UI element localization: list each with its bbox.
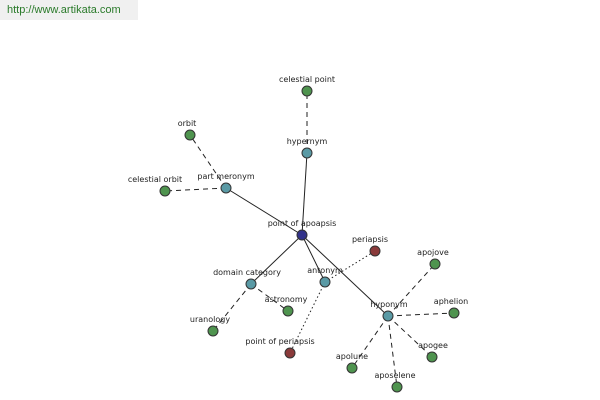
node-marker-center[interactable] xyxy=(296,229,308,241)
node-celestial-orbit[interactable]: celestial orbit xyxy=(128,175,182,197)
edge-center-hyponym xyxy=(301,234,389,317)
node-marker-celestial-point[interactable] xyxy=(301,85,313,97)
node-aposelene[interactable]: aposelene xyxy=(374,371,416,393)
node-label-celestial-orbit: celestial orbit xyxy=(128,175,182,184)
node-marker-celestial-orbit[interactable] xyxy=(159,185,171,197)
node-label-hypernym: hypernym xyxy=(287,137,328,146)
node-label-uranology: uranology xyxy=(190,315,230,324)
node-label-apojove: apojove xyxy=(417,248,449,257)
node-label-orbit: orbit xyxy=(178,119,197,128)
node-marker-point-of-periapsis[interactable] xyxy=(284,347,296,359)
node-antonym[interactable]: antonym xyxy=(307,266,343,288)
node-center[interactable]: point of apoapsis xyxy=(268,219,337,241)
node-label-astronomy: astronomy xyxy=(265,295,308,304)
watermark-url: http://www.artikata.com xyxy=(0,0,138,20)
node-label-domain-category: domain category xyxy=(213,268,281,277)
node-point-of-periapsis[interactable]: point of periapsis xyxy=(245,337,315,359)
node-domain-category[interactable]: domain category xyxy=(213,268,281,290)
edge-hyponym-apogee xyxy=(387,315,433,358)
edge-hyponym-apojove xyxy=(387,263,436,317)
node-uranology[interactable]: uranology xyxy=(190,315,230,337)
graph-edges xyxy=(164,91,455,388)
edge-center-part-meronym xyxy=(225,187,303,236)
node-marker-apojove[interactable] xyxy=(429,258,441,270)
node-orbit[interactable]: orbit xyxy=(178,119,197,141)
node-label-apolune: apolune xyxy=(336,352,368,361)
edge-domain-category-uranology xyxy=(212,283,252,332)
node-aphelion[interactable]: aphelion xyxy=(434,297,468,319)
node-marker-uranology[interactable] xyxy=(207,325,219,337)
edge-center-antonym xyxy=(301,234,326,283)
node-periapsis[interactable]: periapsis xyxy=(352,235,388,257)
node-marker-hyponym[interactable] xyxy=(382,310,394,322)
node-apolune[interactable]: apolune xyxy=(336,352,368,374)
node-label-apogee: apogee xyxy=(418,341,448,350)
edge-antonym-point-of-periapsis xyxy=(289,281,326,354)
edge-hyponym-apolune xyxy=(351,315,389,369)
node-hypernym[interactable]: hypernym xyxy=(287,137,328,159)
node-marker-aposelene[interactable] xyxy=(391,381,403,393)
node-celestial-point[interactable]: celestial point xyxy=(279,75,335,97)
node-marker-aphelion[interactable] xyxy=(448,307,460,319)
edge-part-meronym-orbit xyxy=(189,134,227,189)
edge-antonym-periapsis xyxy=(324,250,376,283)
node-label-aphelion: aphelion xyxy=(434,297,468,306)
edge-hyponym-aposelene xyxy=(387,315,398,388)
node-marker-orbit[interactable] xyxy=(184,129,196,141)
node-label-periapsis: periapsis xyxy=(352,235,388,244)
node-marker-hypernym[interactable] xyxy=(301,147,313,159)
node-marker-part-meronym[interactable] xyxy=(220,182,232,194)
node-apogee[interactable]: apogee xyxy=(418,341,448,363)
node-astronomy[interactable]: astronomy xyxy=(265,295,308,317)
node-hyponym[interactable]: hyponym xyxy=(370,300,408,322)
edge-center-hypernym xyxy=(301,152,308,236)
node-label-hyponym: hyponym xyxy=(370,300,408,309)
node-label-celestial-point: celestial point xyxy=(279,75,335,84)
node-part-meronym[interactable]: part meronym xyxy=(197,172,255,194)
node-marker-astronomy[interactable] xyxy=(282,305,294,317)
node-label-part-meronym: part meronym xyxy=(197,172,254,181)
node-label-antonym: antonym xyxy=(307,266,343,275)
edge-domain-category-astronomy xyxy=(250,283,289,312)
node-label-center: point of apoapsis xyxy=(268,219,337,228)
graph-nodes: point of apoapsis hypernym celestial point… xyxy=(128,75,468,393)
edge-part-meronym-celestial-orbit xyxy=(164,187,227,192)
node-marker-apolune[interactable] xyxy=(346,362,358,374)
edge-hyponym-aphelion xyxy=(387,312,455,317)
node-marker-antonym[interactable] xyxy=(319,276,331,288)
node-marker-periapsis[interactable] xyxy=(369,245,381,257)
edge-center-domain-category xyxy=(250,234,303,285)
node-marker-domain-category[interactable] xyxy=(245,278,257,290)
node-apojove[interactable]: apojove xyxy=(417,248,449,270)
node-marker-apogee[interactable] xyxy=(426,351,438,363)
node-label-point-of-periapsis: point of periapsis xyxy=(245,337,314,346)
node-label-aposelene: aposelene xyxy=(374,371,415,380)
